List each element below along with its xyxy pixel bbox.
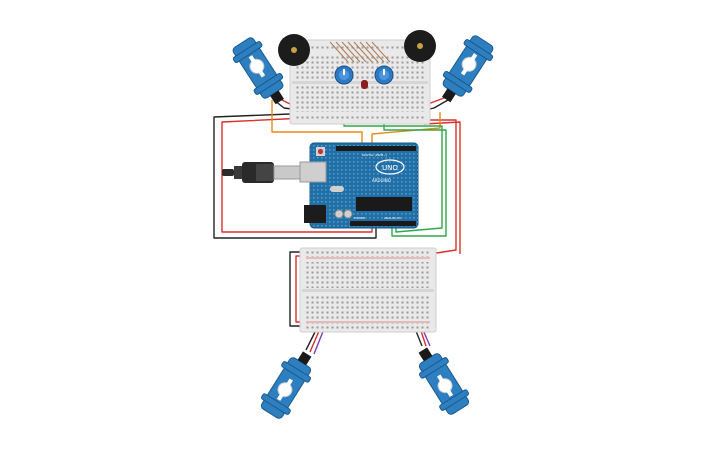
led-icon <box>361 80 368 89</box>
potentiometer-left-icon <box>334 65 354 85</box>
analog-header-label: ANALOG IN <box>384 216 401 220</box>
servo-top-right-icon <box>432 31 499 109</box>
buzzer-left-icon <box>278 34 310 66</box>
usb-cable-icon <box>222 162 301 183</box>
breadboard-bottom <box>299 247 437 333</box>
arduino-uno-board: UNO ARDUINO DIGITAL (PWM~) ANALOG IN POW… <box>299 142 419 229</box>
buzzer-right-icon <box>404 30 436 62</box>
servo-bottom-left-icon <box>256 345 322 423</box>
servo-bottom-right-icon <box>408 341 474 419</box>
power-header-label: POWER <box>354 216 365 220</box>
breadboard-top <box>289 39 431 125</box>
board-brand-label: ARDUINO <box>372 178 391 183</box>
potentiometer-right-icon <box>374 65 394 85</box>
board-model-label: UNO <box>382 164 398 172</box>
digital-header-label: DIGITAL (PWM~) <box>362 153 387 157</box>
